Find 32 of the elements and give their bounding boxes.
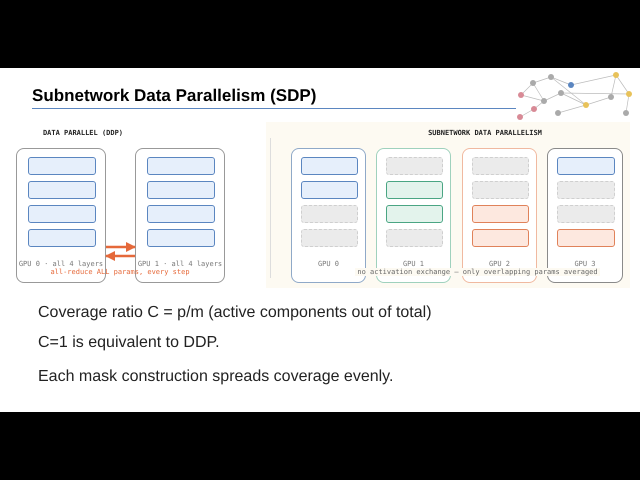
- body-text: C=1 is equivalent to DDP.: [38, 334, 220, 352]
- arrow: [105, 251, 135, 261]
- gpu-box: [291, 148, 366, 283]
- slide-title: Subnetwork Data Parallelism (SDP): [32, 86, 316, 106]
- layer-box: [557, 157, 615, 175]
- layer-box: [557, 229, 615, 247]
- layer-box: [386, 205, 443, 223]
- layer-box: [146, 229, 216, 247]
- layer-box: [28, 205, 96, 223]
- layer-box: [146, 205, 216, 223]
- layer-box: [557, 181, 615, 199]
- layer-box: [28, 157, 96, 175]
- layer-box: [386, 157, 443, 175]
- layer-box: [386, 229, 443, 247]
- gpu-box: [462, 148, 537, 283]
- layer-box: [472, 181, 529, 199]
- layer-box: [301, 157, 358, 175]
- layer-box: [472, 229, 529, 247]
- layer-box: [301, 229, 358, 247]
- arrow: [106, 242, 136, 252]
- layer-box: [146, 157, 216, 175]
- layer-box: [472, 205, 529, 223]
- layer-box: [146, 181, 216, 199]
- body-text: Each mask construction spreads coverage evenly.: [38, 368, 394, 386]
- layer-box: [301, 205, 358, 223]
- layer-box: [472, 157, 529, 175]
- layer-box: [557, 205, 615, 223]
- layer-box: [301, 181, 358, 199]
- layer-box: [28, 229, 96, 247]
- body-text: Coverage ratio C = p/m (active components out of total): [38, 304, 432, 322]
- layer-box: [386, 181, 443, 199]
- layer-box: [28, 181, 96, 199]
